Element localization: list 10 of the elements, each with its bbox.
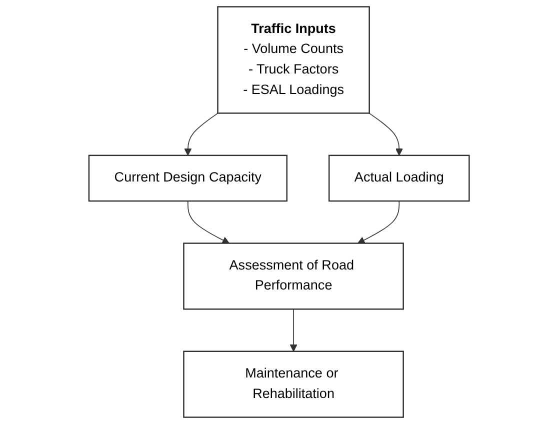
arrow bbox=[358, 200, 400, 244]
node-box: Actual Loading bbox=[328, 154, 470, 202]
arrow bbox=[290, 308, 298, 352]
arrow bbox=[188, 200, 230, 244]
node-box: Maintenance or Rehabilitation bbox=[184, 350, 404, 418]
node-box: Current Design Capacity bbox=[88, 154, 288, 202]
arrow bbox=[184, 112, 219, 156]
arrow bbox=[369, 112, 404, 156]
node-box: Traffic Inputs - Volume Counts - Truck Factors - ESAL Loadings bbox=[218, 6, 370, 114]
node-box: Assessment of Road Performance bbox=[184, 242, 404, 310]
